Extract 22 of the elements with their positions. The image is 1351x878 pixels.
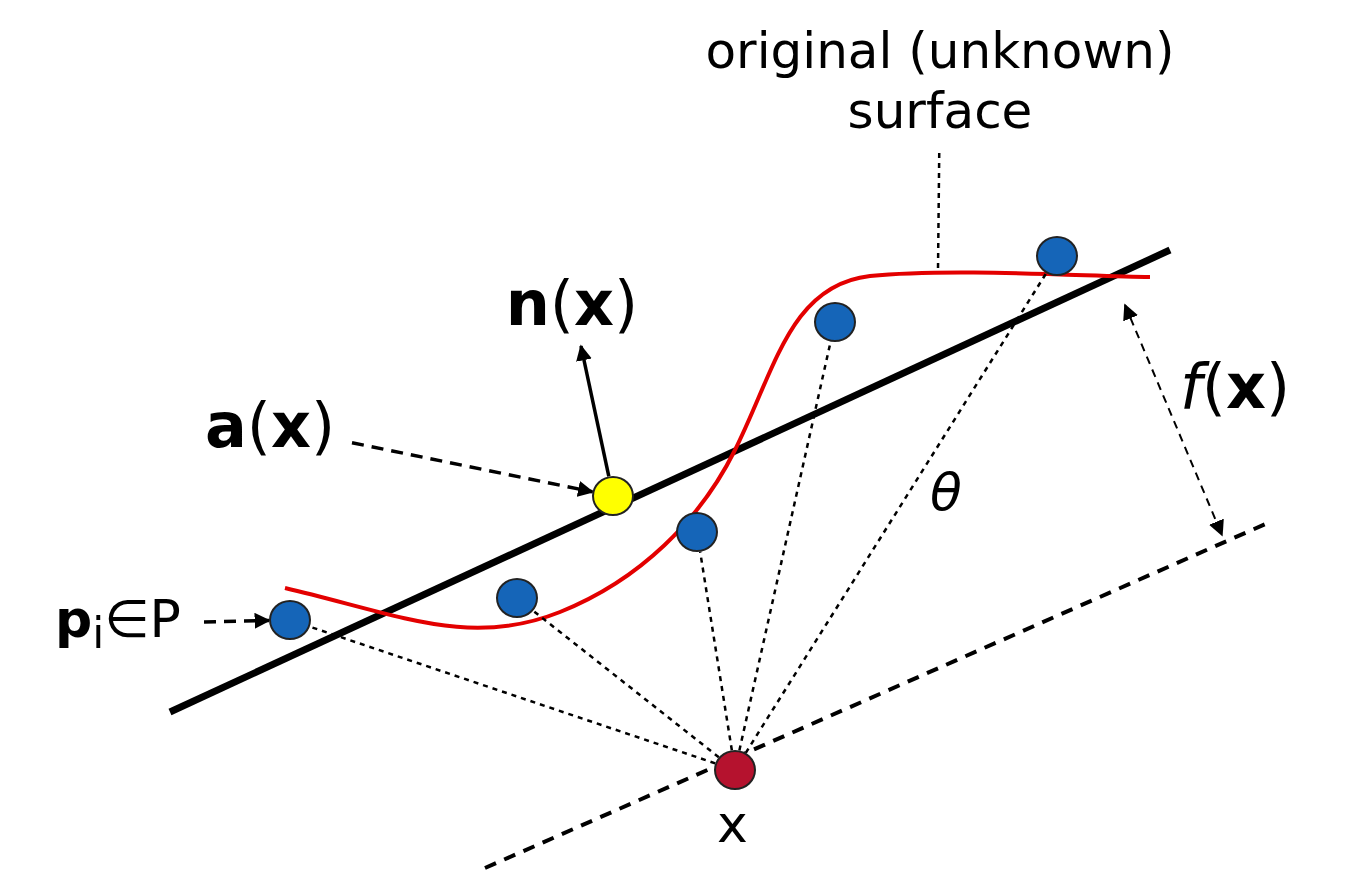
math-label: f(x) — [1180, 350, 1291, 423]
arrow — [576, 344, 611, 477]
math-label: p$_{i}$∈P — [32, 590, 204, 658]
leader-line — [936, 153, 941, 270]
point-marker — [814, 302, 856, 342]
point-marker — [1036, 236, 1078, 276]
math-label: a(x) — [188, 385, 352, 467]
point-marker — [496, 578, 538, 618]
arrow — [351, 441, 595, 497]
point-marker — [714, 750, 756, 790]
arrow — [203, 612, 271, 629]
point-marker — [269, 600, 311, 640]
point-label: x — [717, 794, 748, 854]
point-marker — [676, 512, 718, 552]
math-label: n(x) — [492, 262, 652, 346]
angle-label: θ — [930, 462, 962, 522]
dotted-line — [698, 551, 734, 751]
point-marker — [592, 476, 634, 516]
dotted-line — [744, 272, 1048, 754]
math-label: original (unknown) surface — [640, 8, 1240, 153]
dotted-line — [309, 625, 716, 765]
dotted-line — [532, 609, 720, 759]
